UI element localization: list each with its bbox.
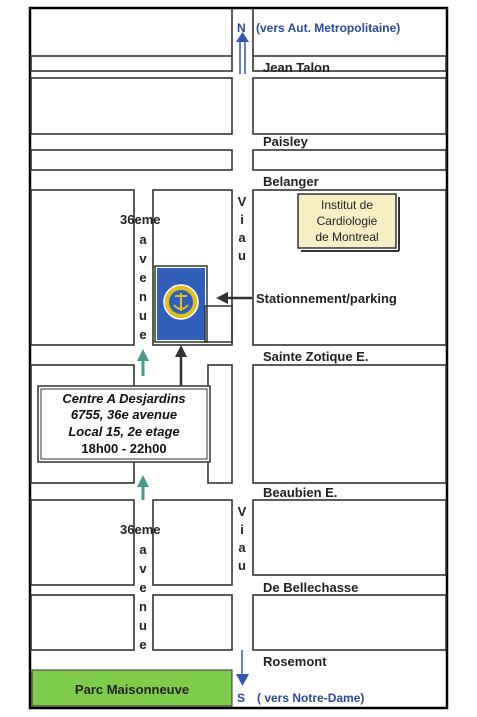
institute-line-2: Cardiologie	[317, 214, 378, 228]
centre-building	[154, 265, 233, 343]
destination-line-2: 6755, 36e avenue	[71, 407, 177, 422]
street-belanger: Belanger	[263, 174, 319, 189]
street-paisley: Paisley	[263, 134, 309, 149]
north-arrow-icon	[236, 32, 249, 74]
institute-line-1: Institut de	[321, 198, 373, 212]
street-sainte-zotique: Sainte Zotique E.	[263, 349, 368, 364]
destination-line-4: 18h00 - 22h00	[81, 441, 166, 456]
parking-label: Stationnement/parking	[256, 291, 397, 306]
north-direction-note: (vers Aut. Metropolitaine)	[256, 21, 400, 35]
avenue-letter: a	[139, 542, 147, 557]
avenue-letter: v	[139, 561, 147, 576]
destination-box: Centre A Desjardins 6755, 36e avenue Loc…	[37, 385, 211, 463]
park-label: Parc Maisonneuve	[75, 682, 189, 697]
destination-line-3: Local 15, 2e etage	[68, 424, 179, 439]
viau-letter: u	[238, 248, 246, 263]
anchor-logo-icon	[163, 284, 199, 320]
viau-letter: a	[238, 230, 246, 245]
south-arrow-icon	[236, 650, 249, 686]
viau-letter: i	[240, 212, 244, 227]
viau-letter: u	[238, 558, 246, 573]
avenue-letter: n	[139, 289, 147, 304]
institute-box: Institut de Cardiologie de Montreal	[297, 193, 400, 252]
map-frame	[28, 6, 449, 710]
viau-letter: a	[238, 540, 246, 555]
street-beaubien: Beaubien E.	[263, 485, 337, 500]
street-de-bellechasse: De Bellechasse	[263, 580, 358, 595]
viau-letter: V	[238, 194, 247, 209]
avenue-letter: e	[139, 270, 146, 285]
avenue-letter: e	[139, 637, 146, 652]
institute-line-3: de Montreal	[315, 230, 378, 244]
destination-arrow-icon	[175, 345, 187, 386]
street-jean-talon: Jean Talon	[263, 60, 330, 75]
avenue-letter: e	[139, 327, 146, 342]
teal-up-arrow-icon	[137, 349, 149, 376]
avenue-letter: a	[139, 232, 147, 247]
north-letter: N	[237, 21, 246, 35]
street-rosemont: Rosemont	[263, 654, 327, 669]
south-letter: S	[237, 691, 245, 705]
avenue-letter: u	[139, 308, 147, 323]
viau-letter: i	[240, 522, 244, 537]
parking-arrow-icon	[216, 292, 252, 304]
avenue-letter: u	[139, 618, 147, 633]
south-direction-note: ( vers Notre-Dame)	[257, 691, 364, 705]
destination-line-1: Centre A Desjardins	[62, 391, 185, 406]
viau-letter: V	[238, 504, 247, 519]
avenue-36-number-lower: 36eme	[120, 522, 160, 537]
park-area	[31, 669, 233, 707]
teal-up-arrow-icon	[137, 475, 149, 500]
avenue-letter: n	[139, 599, 147, 614]
avenue-36-number-upper: 36eme	[120, 212, 160, 227]
avenue-letter: e	[139, 580, 146, 595]
avenue-letter: v	[139, 251, 147, 266]
